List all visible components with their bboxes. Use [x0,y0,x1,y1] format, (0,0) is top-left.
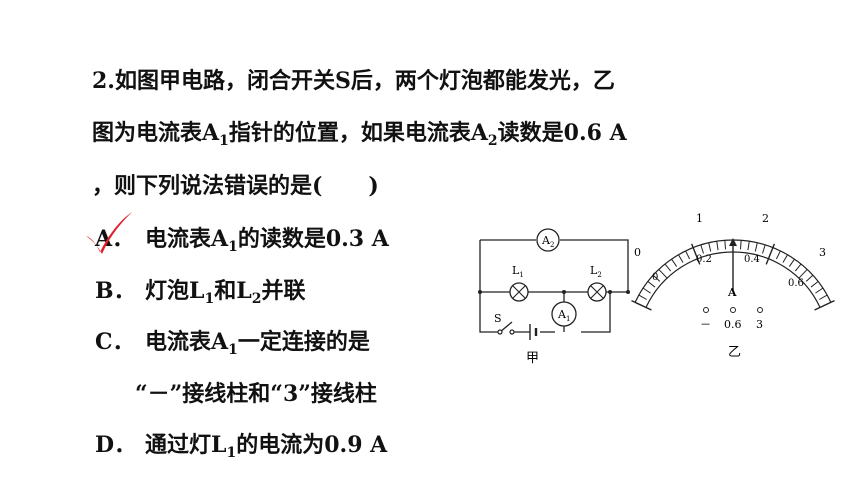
dial-tick [700,244,704,254]
dial-tick [658,269,668,279]
option-c-label: C． [95,329,135,355]
option-c[interactable]: C．电流表A1一定连接的是 [95,329,370,358]
question-line-3: ，则下列说法错误的是() [92,173,379,199]
svg-text:A1: A1 [557,308,570,323]
dial-tick [815,287,824,294]
circuit-caption: 甲 [526,351,539,366]
dial-tick [762,244,766,254]
battery-icon [529,324,538,340]
dial-tick [775,250,781,260]
dial-tick [678,254,684,263]
option-c-continued: “－”接线柱和“3”接线柱 [135,381,377,407]
svg-text:L2: L2 [590,264,602,279]
top-scale-1: 1 [696,212,703,225]
question-text: 2.如图甲电路，闭合开关S后，两个灯泡都能发光，乙 [92,68,615,94]
switch-label: S [494,312,502,325]
dial-tick [690,243,701,265]
question-line-1: 2.如图甲电路，闭合开关S后，两个灯泡都能发光，乙 [92,66,615,96]
bottom-scale-0: 0 [652,272,658,283]
ammeter-a2-icon: A2 [536,228,560,252]
question-line-2: 图为电流表A1指针的位置，如果电流表A2读数是0.6 A [92,120,627,149]
check-mark-icon [86,212,132,254]
dial-tick [642,287,651,294]
top-scale-2: 2 [762,212,769,225]
dial-tick [814,300,835,311]
svg-text:A2: A2 [541,234,554,249]
meter-caption: 乙 [728,345,741,360]
dial-tick [810,281,819,288]
dial-tick [652,274,661,282]
needle-icon [729,238,737,290]
option-b-label: B． [95,278,136,304]
bottom-scale-0.4: 0.4 [744,254,760,265]
option-d[interactable]: D．通过灯L1的电流为0.9 A [95,432,388,461]
lamp-l1-icon: L1 [509,264,529,302]
dial-tick [794,263,802,272]
ammeter-a1-icon: A1 [551,301,577,327]
dial-tick [724,240,727,250]
terminal-3: 3 [756,318,763,331]
option-d-label: D． [95,432,137,458]
option-b[interactable]: B．灯泡L1和L2并联 [95,278,306,307]
dial-tick [638,294,647,300]
dial-tick [782,254,788,263]
terminal-dots [703,307,763,313]
lamp-l2-icon: L2 [587,264,607,302]
terminal-0.6: 0.6 [724,318,742,331]
dial-tick [788,258,795,267]
option-a[interactable]: A．电流表A1的读数是0.3 A [95,226,389,255]
dial-tick [708,242,712,252]
top-scale-3: 3 [819,246,826,259]
dial-tick [716,241,719,251]
top-scale-0: 0 [634,246,641,259]
dial-tick [671,258,678,267]
dial-tick [631,300,652,311]
dial-tick [798,269,808,279]
dial-tick [819,294,828,300]
dial-tick [805,274,814,282]
dial-tick [765,243,776,265]
dial-tick [647,281,656,288]
unit-label: A [727,286,737,299]
svg-text:L1: L1 [512,264,524,279]
dial-tick [685,250,691,260]
bottom-scale-0.6: 0.6 [788,278,804,289]
junction-dots [478,290,630,294]
dial-tick [754,242,758,252]
dial-tick [664,263,672,272]
ammeter-dial: A 0 1 2 3 0 0.2 0.4 0.6 － 0.6 3 乙 [631,212,835,360]
dial-tick [739,240,742,250]
terminal-minus: － [700,318,711,331]
bottom-scale-0.2: 0.2 [696,254,712,265]
circuit-diagram: S A2 L1 L2 A1 甲 [478,228,630,366]
dial-tick [747,241,750,251]
